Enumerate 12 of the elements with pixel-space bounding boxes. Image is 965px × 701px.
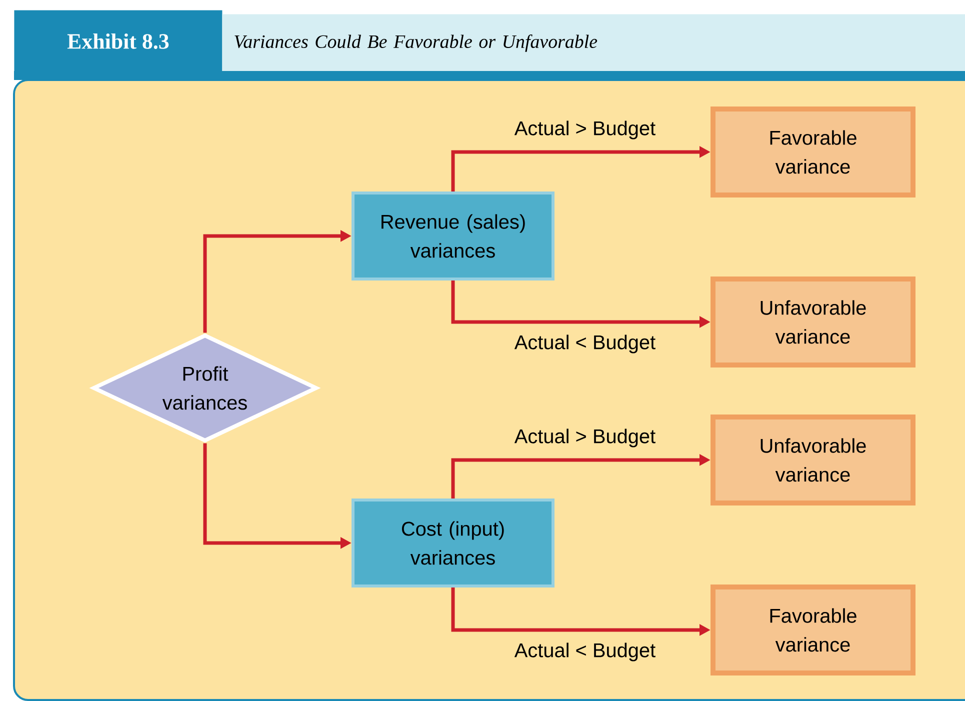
- edge-label: Actual < Budget: [513, 334, 657, 354]
- outcome-box: Favorable variance: [710, 106, 916, 198]
- outcome-box: Unfavorable variance: [710, 414, 916, 506]
- edge-label: Actual > Budget: [513, 120, 657, 140]
- process-box: Revenue (sales) variances: [352, 192, 554, 280]
- edge-label: Actual > Budget: [513, 428, 657, 448]
- process-box: Cost (input) variances: [352, 498, 554, 588]
- title-banner: Variances Could Be Favorable or Unfavorable: [222, 14, 965, 72]
- edge-label: Actual < Budget: [513, 642, 657, 662]
- outcome-box: Unfavorable variance: [710, 276, 916, 368]
- exhibit-tab: Exhibit 8.3: [14, 10, 222, 72]
- outcome-box: Favorable variance: [710, 584, 916, 676]
